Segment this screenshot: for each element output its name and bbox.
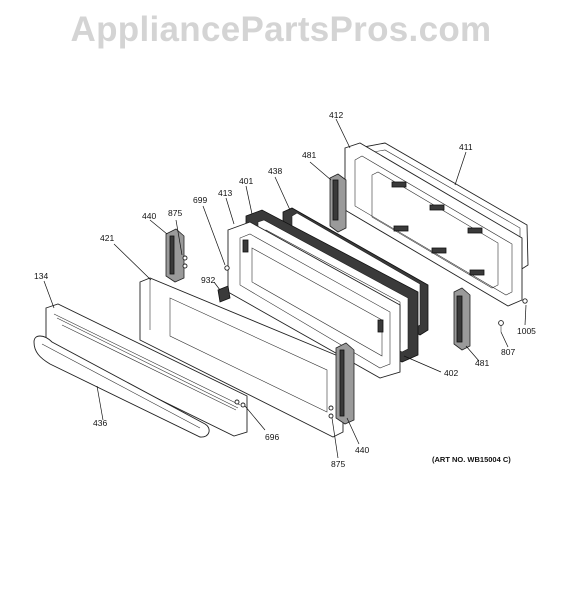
- callout-699: 699: [193, 195, 207, 205]
- callout-807: 807: [501, 347, 515, 357]
- callout-440-lower: 440: [355, 445, 369, 455]
- part-421-outer-door-panel: [139, 277, 344, 438]
- callout-481-upper: 481: [302, 150, 316, 160]
- watermark-logo: AppliancePartsPros.com: [70, 10, 492, 49]
- callout-875-lower: 875: [331, 459, 345, 469]
- part-440-bracket-right: [335, 342, 355, 425]
- callout-696: 696: [265, 432, 279, 442]
- part-696-screws: [234, 399, 246, 408]
- part-481-hinge-upper: [329, 173, 347, 233]
- callout-412: 412: [329, 110, 343, 120]
- callout-421: 421: [100, 233, 114, 243]
- part-413-inner-frame: [227, 221, 401, 379]
- callout-932: 932: [201, 275, 215, 285]
- part-875-screws-lower: [328, 405, 334, 419]
- part-807-screw: [498, 320, 504, 332]
- callout-1005: 1005: [517, 326, 536, 336]
- callout-875-upper: 875: [168, 208, 182, 218]
- part-412-inner-door: [344, 142, 523, 307]
- part-481-hinge-lower: [453, 287, 471, 351]
- part-436-handle: [33, 335, 210, 438]
- callout-411: 411: [459, 142, 473, 152]
- leader-lines: [43, 118, 527, 459]
- callout-402: 402: [444, 368, 458, 378]
- callout-401: 401: [239, 176, 253, 186]
- callout-413: 413: [218, 188, 232, 198]
- callout-438: 438: [268, 166, 282, 176]
- part-699-screw: [224, 265, 230, 271]
- art-number: (ART NO. WB15004 C): [432, 455, 511, 464]
- part-932-clip: [217, 285, 231, 303]
- part-1005-screw: [522, 298, 528, 304]
- part-875-screws-upper: [182, 255, 188, 269]
- callout-436: 436: [93, 418, 107, 428]
- callout-440-upper: 440: [142, 211, 156, 221]
- callout-134: 134: [34, 271, 48, 281]
- callout-481-lower: 481: [475, 358, 489, 368]
- part-440-bracket-left: [165, 228, 185, 283]
